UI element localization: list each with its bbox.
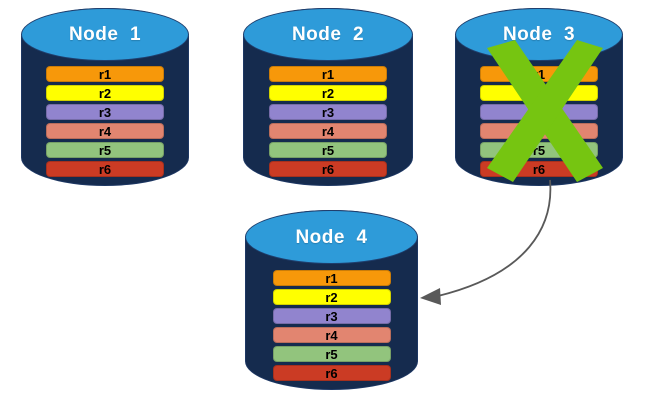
node-4-row-r5[interactable]: r5: [272, 346, 391, 362]
node-1[interactable]: Node 1 r1 r2 r3 r4 r5 r6: [21, 8, 189, 186]
node-3-rows: r1 r2 r3 r4 r5 r6: [455, 66, 623, 177]
node-2[interactable]: Node 2 r1 r2 r3 r4 r5 r6: [243, 8, 413, 186]
node-2-row-r2[interactable]: r2: [269, 85, 387, 101]
node-3-row-r5[interactable]: r5: [480, 142, 598, 158]
node-4-rows: r1 r2 r3 r4 r5 r6: [245, 270, 418, 381]
node-1-row-r4[interactable]: r4: [46, 123, 164, 139]
arrow-head-icon: [420, 288, 441, 305]
node-2-label: Node 2: [291, 24, 365, 45]
node-4-row-r3[interactable]: r3: [272, 308, 391, 324]
node-3-row-r3[interactable]: r3: [480, 104, 598, 120]
node-3-row-r2[interactable]: r2: [480, 85, 598, 101]
node-2-row-r3[interactable]: r3: [269, 104, 387, 120]
node-3-row-r4[interactable]: r4: [480, 123, 598, 139]
node-3[interactable]: Node 3 r1 r2 r3 r4 r5 r6: [455, 8, 623, 186]
node-4[interactable]: Node 4 r1 r2 r3 r4 r5 r6: [245, 210, 418, 390]
replication-arrow: [420, 179, 552, 305]
node-2-row-r6[interactable]: r6: [269, 161, 387, 177]
node-4-row-r2[interactable]: r2: [272, 289, 391, 305]
node-1-rows: r1 r2 r3 r4 r5 r6: [21, 66, 189, 177]
node-4-row-r6[interactable]: r6: [272, 365, 391, 381]
node-2-row-r1[interactable]: r1: [269, 66, 387, 82]
node-3-label: Node 3: [502, 24, 576, 45]
node-2-row-r5[interactable]: r5: [269, 142, 387, 158]
node-1-row-r5[interactable]: r5: [46, 142, 164, 158]
node-3-row-r1[interactable]: r1: [480, 66, 598, 82]
node-4-cylinder-top: [245, 210, 418, 264]
node-4-label: Node 4: [295, 227, 368, 248]
node-1-row-r1[interactable]: r1: [46, 66, 164, 82]
node-1-row-r2[interactable]: r2: [46, 85, 164, 101]
node-1-cylinder-top: [21, 8, 189, 62]
node-2-row-r4[interactable]: r4: [269, 123, 387, 139]
node-1-row-r6[interactable]: r6: [46, 161, 164, 177]
node-2-rows: r1 r2 r3 r4 r5 r6: [243, 66, 413, 177]
node-1-row-r3[interactable]: r3: [46, 104, 164, 120]
node-3-row-r6[interactable]: r6: [480, 161, 598, 177]
node-1-label: Node 1: [68, 24, 142, 45]
node-4-row-r1[interactable]: r1: [272, 270, 391, 286]
node-4-row-r4[interactable]: r4: [272, 327, 391, 343]
node-2-cylinder-top: [243, 8, 413, 62]
